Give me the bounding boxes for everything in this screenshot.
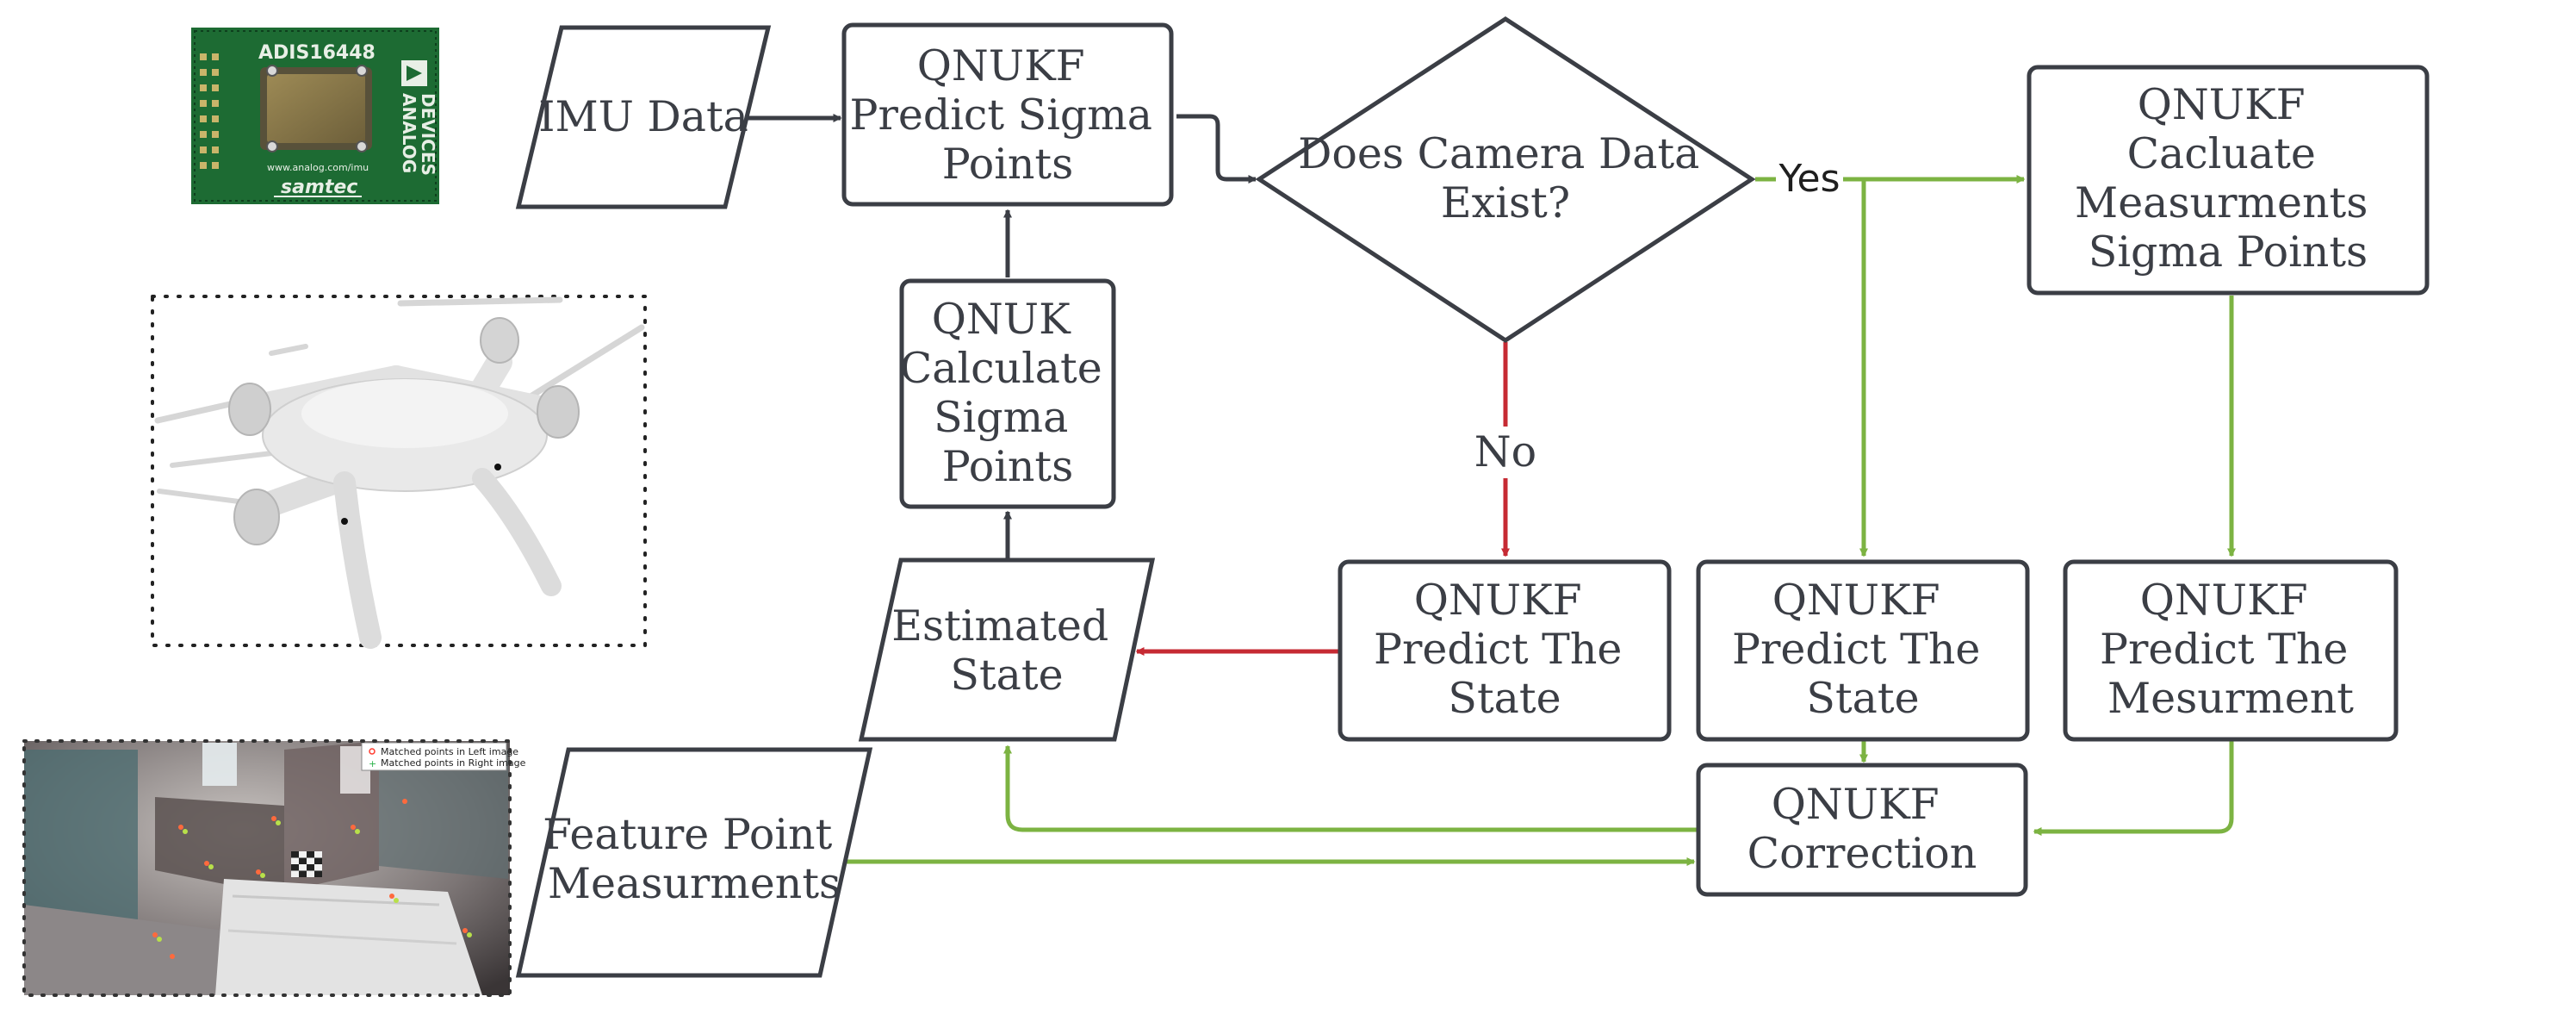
label-calculate-measurement-sigma: QNUKF Cacluate Measurments Sigma Points [2075, 80, 2381, 277]
node-predict-state-yes [1696, 559, 2030, 742]
edge-predict-meas-to-correction [2033, 741, 2234, 836]
label-calculate-sigma-points: QNUK Calculate Sigma Points [900, 295, 1116, 491]
label-predict-state-no: QNUKF Predict The State [1374, 576, 1636, 723]
node-predict-state-no [1338, 559, 1672, 742]
pcb-brand-line2: DEVICES [418, 93, 438, 176]
stereo-legend-right: Matched points in Right image [381, 757, 526, 769]
label-imu-data: IMU Data [538, 92, 748, 141]
nodes [515, 16, 2430, 978]
pcb-maker-label: samtec [281, 177, 357, 198]
node-does-camera-data-exist [1255, 16, 1756, 343]
node-feature-point-measurements [515, 747, 873, 978]
label-feature-point-measurements: Feature Point Measurments [543, 810, 846, 908]
label-predict-state-yes: QNUKF Predict The State [1732, 576, 1994, 723]
svg-text:+: + [369, 758, 376, 769]
yes-label: Yes [1778, 157, 1840, 201]
node-estimated-state [858, 557, 1156, 742]
edge-label-yes: Yes [1776, 155, 1843, 203]
pcb-model-label: ADIS16448 [258, 42, 376, 64]
edges-yes-path [846, 175, 2236, 866]
node-imu-data [515, 25, 772, 209]
label-estimated-state: Estimated State [891, 601, 1122, 700]
no-label: No [1474, 427, 1536, 476]
node-labels: IMU Data QNUKF Predict Sigma Points Does… [538, 41, 2381, 908]
imu-board-image: ADIS16448 ANALOG DEVICES www.analog.com/… [191, 28, 439, 204]
stereo-legend-left: Matched points in Left image [381, 746, 518, 757]
label-qnukf-correction: QNUKF Correction [1747, 780, 1977, 878]
node-predict-sigma-points [841, 22, 1174, 207]
edges-no-path [1135, 342, 1510, 656]
node-calculate-measurement-sigma [2027, 65, 2430, 296]
stereo-matching-image: Matched points in Left image + Matched p… [22, 739, 526, 997]
drone-image [151, 295, 647, 649]
edge-predict-sigma-to-decision [1176, 114, 1257, 184]
pcb-brand-line1: ANALOG [399, 93, 419, 173]
node-calculate-sigma-points [899, 278, 1116, 509]
edges-dark [748, 114, 1257, 560]
label-predict-sigma-points: QNUKF Predict Sigma Points [850, 41, 1166, 189]
node-qnukf-correction [1696, 763, 2028, 897]
pcb-url-label: www.analog.com/imu [267, 162, 369, 173]
edge-label-no: No [1474, 427, 1536, 476]
node-predict-measurement [2063, 559, 2399, 742]
edge-correction-to-est-state [1003, 744, 1698, 832]
label-does-camera-data-exist: Does Camera Data Exist? [1298, 129, 1713, 227]
label-predict-measurement: QNUKF Predict The Mesurment [2100, 576, 2362, 723]
